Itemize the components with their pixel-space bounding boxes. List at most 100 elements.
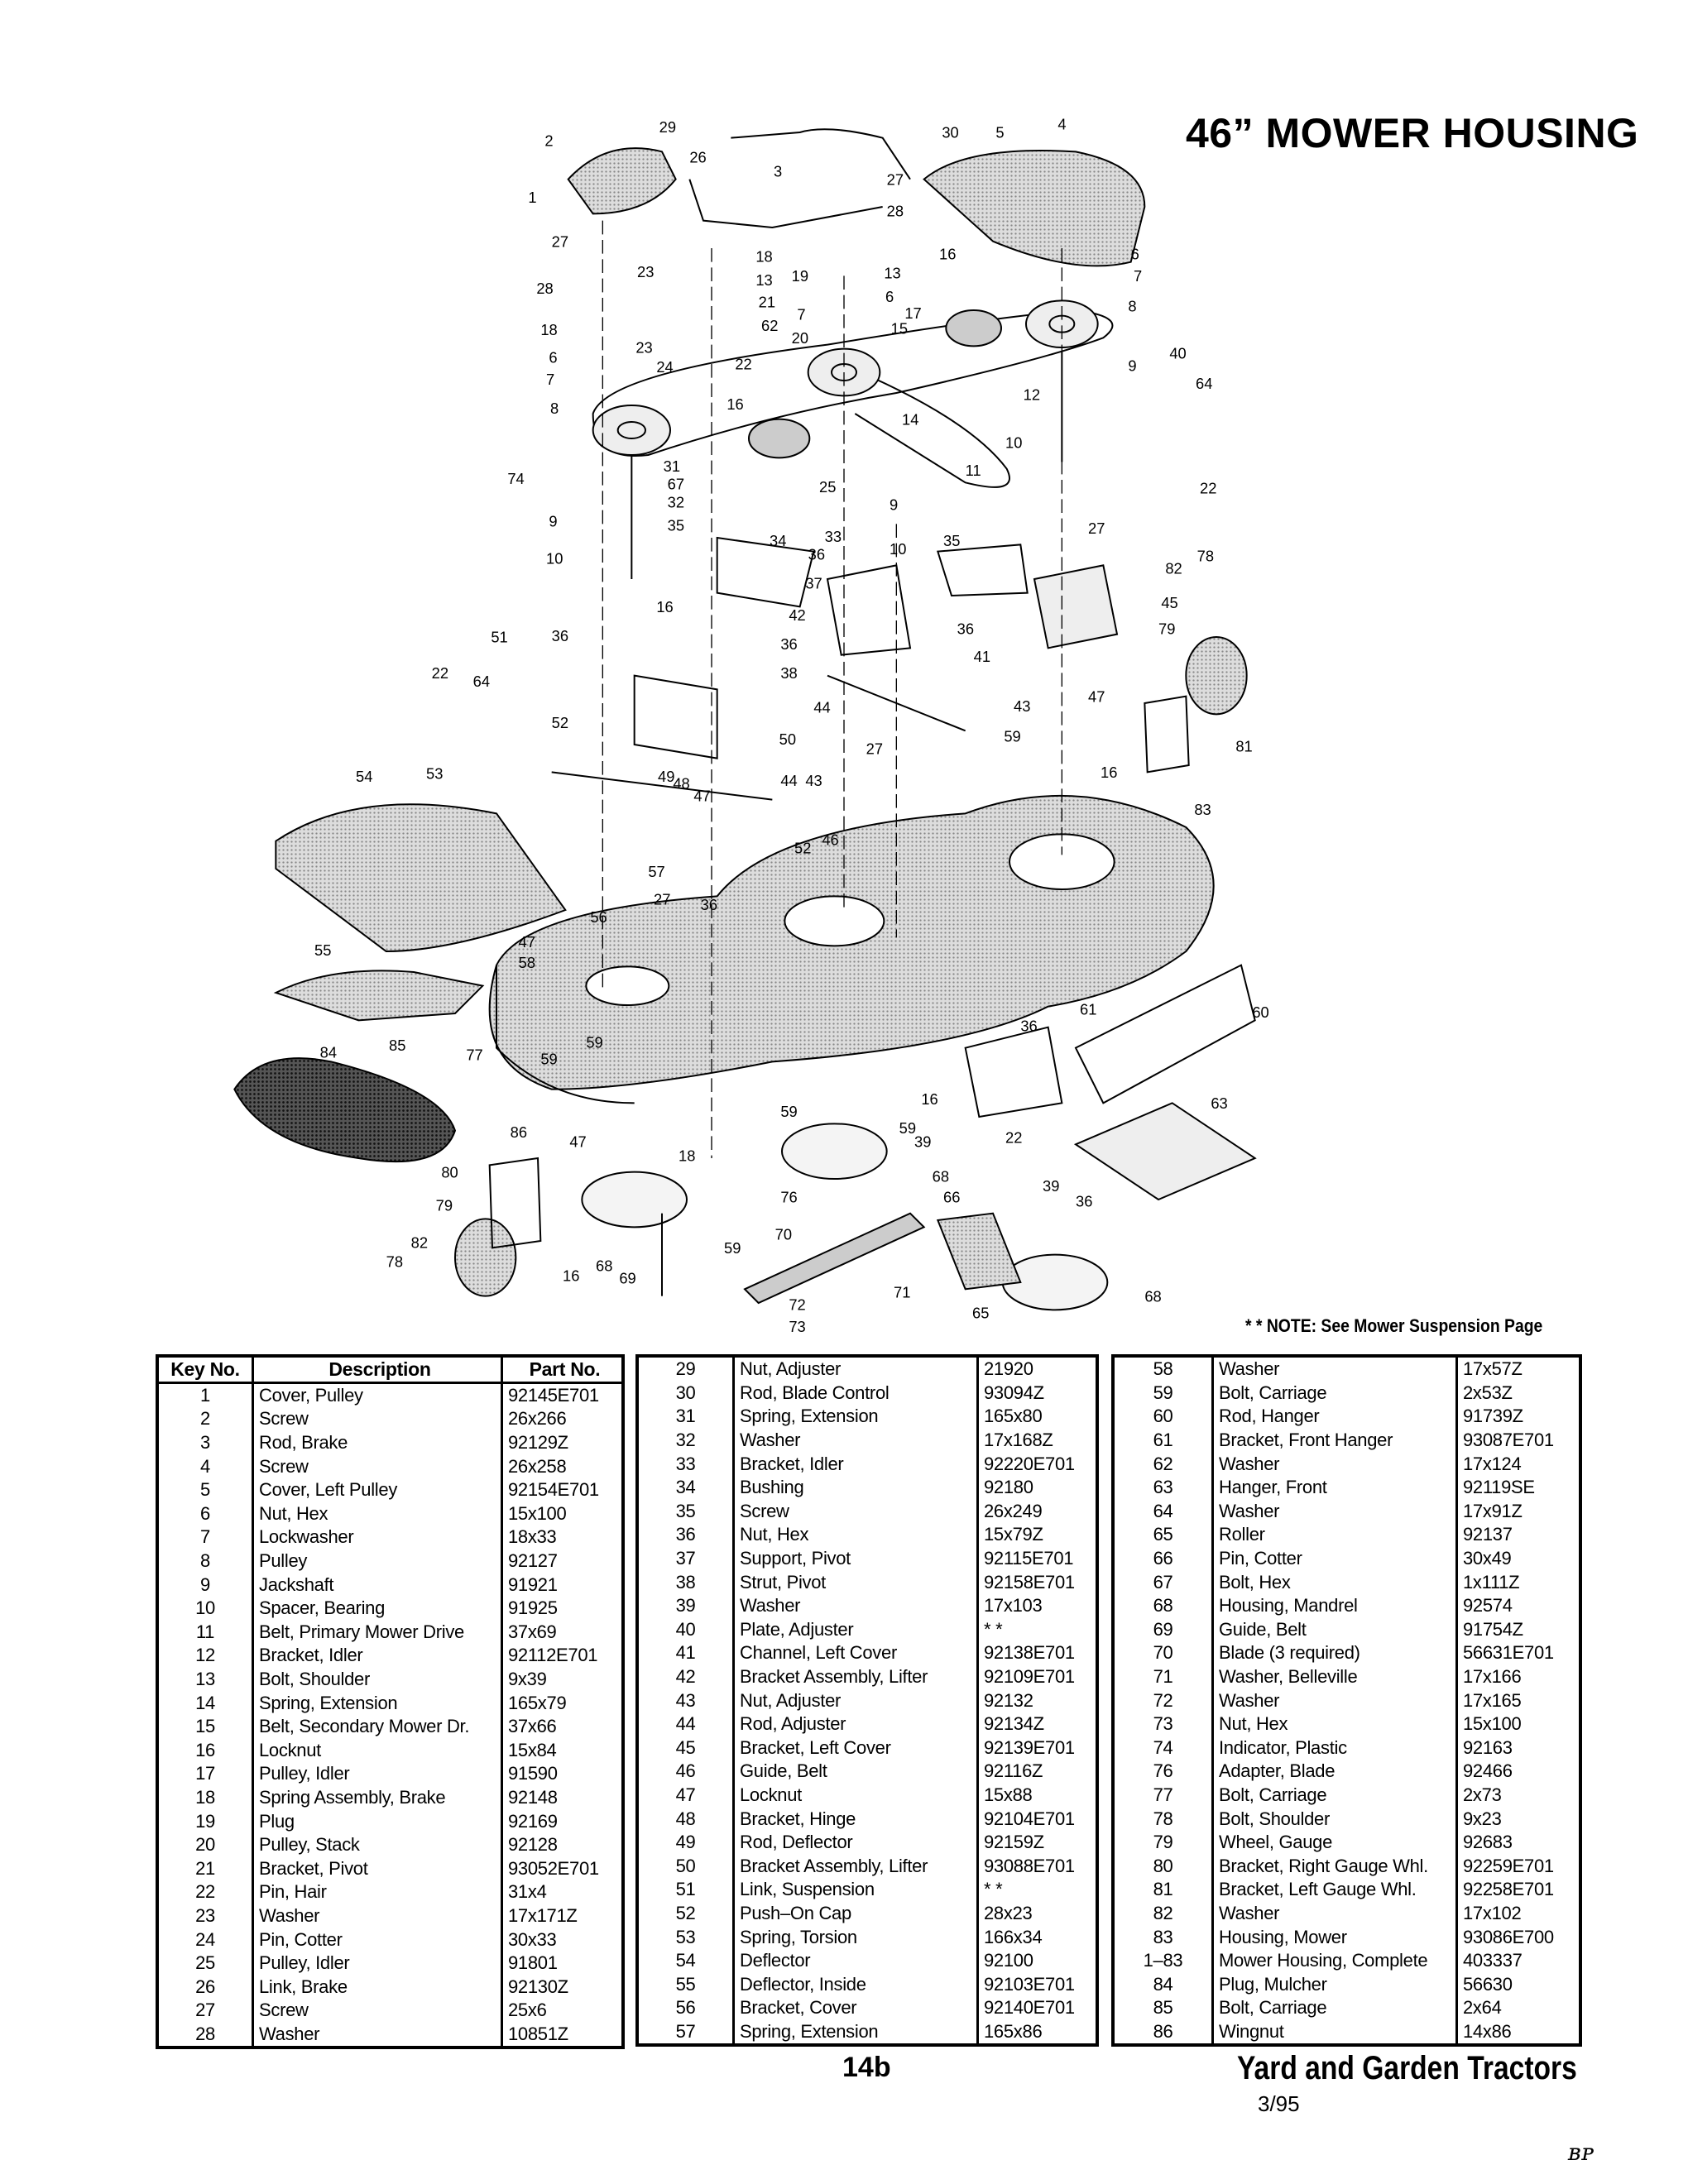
description: Washer	[252, 1904, 503, 1928]
callout-label: 39	[1043, 1177, 1059, 1195]
key-no: 68	[1113, 1593, 1214, 1618]
key-no: 51	[637, 1878, 735, 1902]
part-no: 92128	[508, 1834, 558, 1856]
callout-label: 34	[770, 532, 786, 549]
page-number: 14b	[842, 2052, 891, 2083]
callout-label: 52	[552, 714, 568, 731]
key-no: 49	[637, 1830, 735, 1855]
deflector	[275, 803, 567, 953]
inside-deflector	[273, 970, 485, 1022]
part-no: 37x66	[508, 1716, 557, 1737]
part-no: 17x102	[1463, 1902, 1522, 1923]
description: Blade (3 required)	[1212, 1641, 1458, 1665]
callout-label: 14	[902, 410, 918, 428]
part-no: 21920	[984, 1358, 1033, 1380]
key-no: 78	[1113, 1807, 1214, 1831]
callout-label: 65	[972, 1304, 989, 1321]
gauge-wheel	[454, 1218, 517, 1297]
callout-label: 82	[411, 1233, 428, 1251]
part-no: 17x165	[1463, 1689, 1522, 1711]
part-no: 1x111Z	[1463, 1571, 1520, 1592]
callout-label: 84	[320, 1043, 337, 1061]
key-no: 28	[157, 2022, 254, 2048]
key-no: 41	[637, 1641, 735, 1665]
part-no: 92100	[984, 1950, 1033, 1971]
pulley	[592, 405, 671, 456]
key-no: 53	[637, 1925, 735, 1949]
description: Mower Housing, Complete	[1212, 1948, 1458, 1973]
callout-label: 79	[436, 1196, 453, 1214]
part-no: 92104E701	[984, 1808, 1075, 1829]
key-no: 86	[1113, 2019, 1214, 2046]
description: Washer	[733, 1593, 979, 1618]
key-no: 11	[157, 1620, 254, 1645]
callout-label: 37	[805, 575, 822, 592]
callout-label: 7	[546, 371, 554, 388]
description: Pulley, Idler	[252, 1762, 503, 1786]
part-no: 17x57Z	[1463, 1358, 1523, 1380]
callout-label: 48	[673, 774, 689, 792]
idler-pulley	[945, 309, 1002, 347]
callout-label: 35	[943, 532, 960, 549]
key-no: 34	[637, 1475, 735, 1500]
part-no: 91801	[508, 1952, 558, 1974]
description: Deflector	[733, 1948, 979, 1973]
callout-label: 5	[995, 124, 1004, 141]
description: Plug	[252, 1809, 503, 1833]
part-no: 92466	[1463, 1760, 1513, 1782]
callout-label: 9	[1128, 357, 1136, 374]
key-no: 59	[1113, 1381, 1214, 1406]
callout-label: 33	[825, 528, 842, 545]
description: Push–On Cap	[733, 1901, 979, 1926]
key-no: 25	[157, 1951, 254, 1976]
callout-label: 43	[1014, 697, 1030, 715]
callout-label: 15	[891, 319, 908, 337]
part-no: 26x258	[508, 1455, 567, 1477]
key-no: 33	[637, 1452, 735, 1476]
key-no: 63	[1113, 1475, 1214, 1500]
callout-label: 36	[701, 896, 717, 913]
callout-label: 36	[1076, 1192, 1092, 1209]
idler-pulley	[748, 418, 811, 459]
part-no: 9x23	[1463, 1808, 1502, 1829]
callout-label: 27	[1088, 520, 1105, 537]
key-no: 15	[157, 1714, 254, 1739]
description: Roller	[1212, 1523, 1458, 1547]
part-no: 15x100	[508, 1502, 567, 1524]
key-no: 43	[637, 1688, 735, 1712]
key-no: 76	[1113, 1760, 1214, 1784]
description: Pin, Cotter	[1212, 1546, 1458, 1571]
key-no: 4	[157, 1454, 254, 1478]
callout-label: 44	[780, 772, 797, 789]
callout-label: 22	[432, 664, 448, 682]
part-no: 92154E701	[508, 1479, 599, 1501]
part-no: 91739Z	[1463, 1406, 1523, 1427]
mandrel-housing	[781, 1123, 888, 1180]
description: Screw	[733, 1499, 979, 1524]
callout-label: 36	[780, 635, 797, 653]
key-no: 82	[1113, 1901, 1214, 1926]
part-no: 37x69	[508, 1621, 557, 1642]
callout-label: 64	[473, 673, 490, 690]
gauge-wheel	[1185, 636, 1248, 716]
key-no: 10	[157, 1596, 254, 1621]
